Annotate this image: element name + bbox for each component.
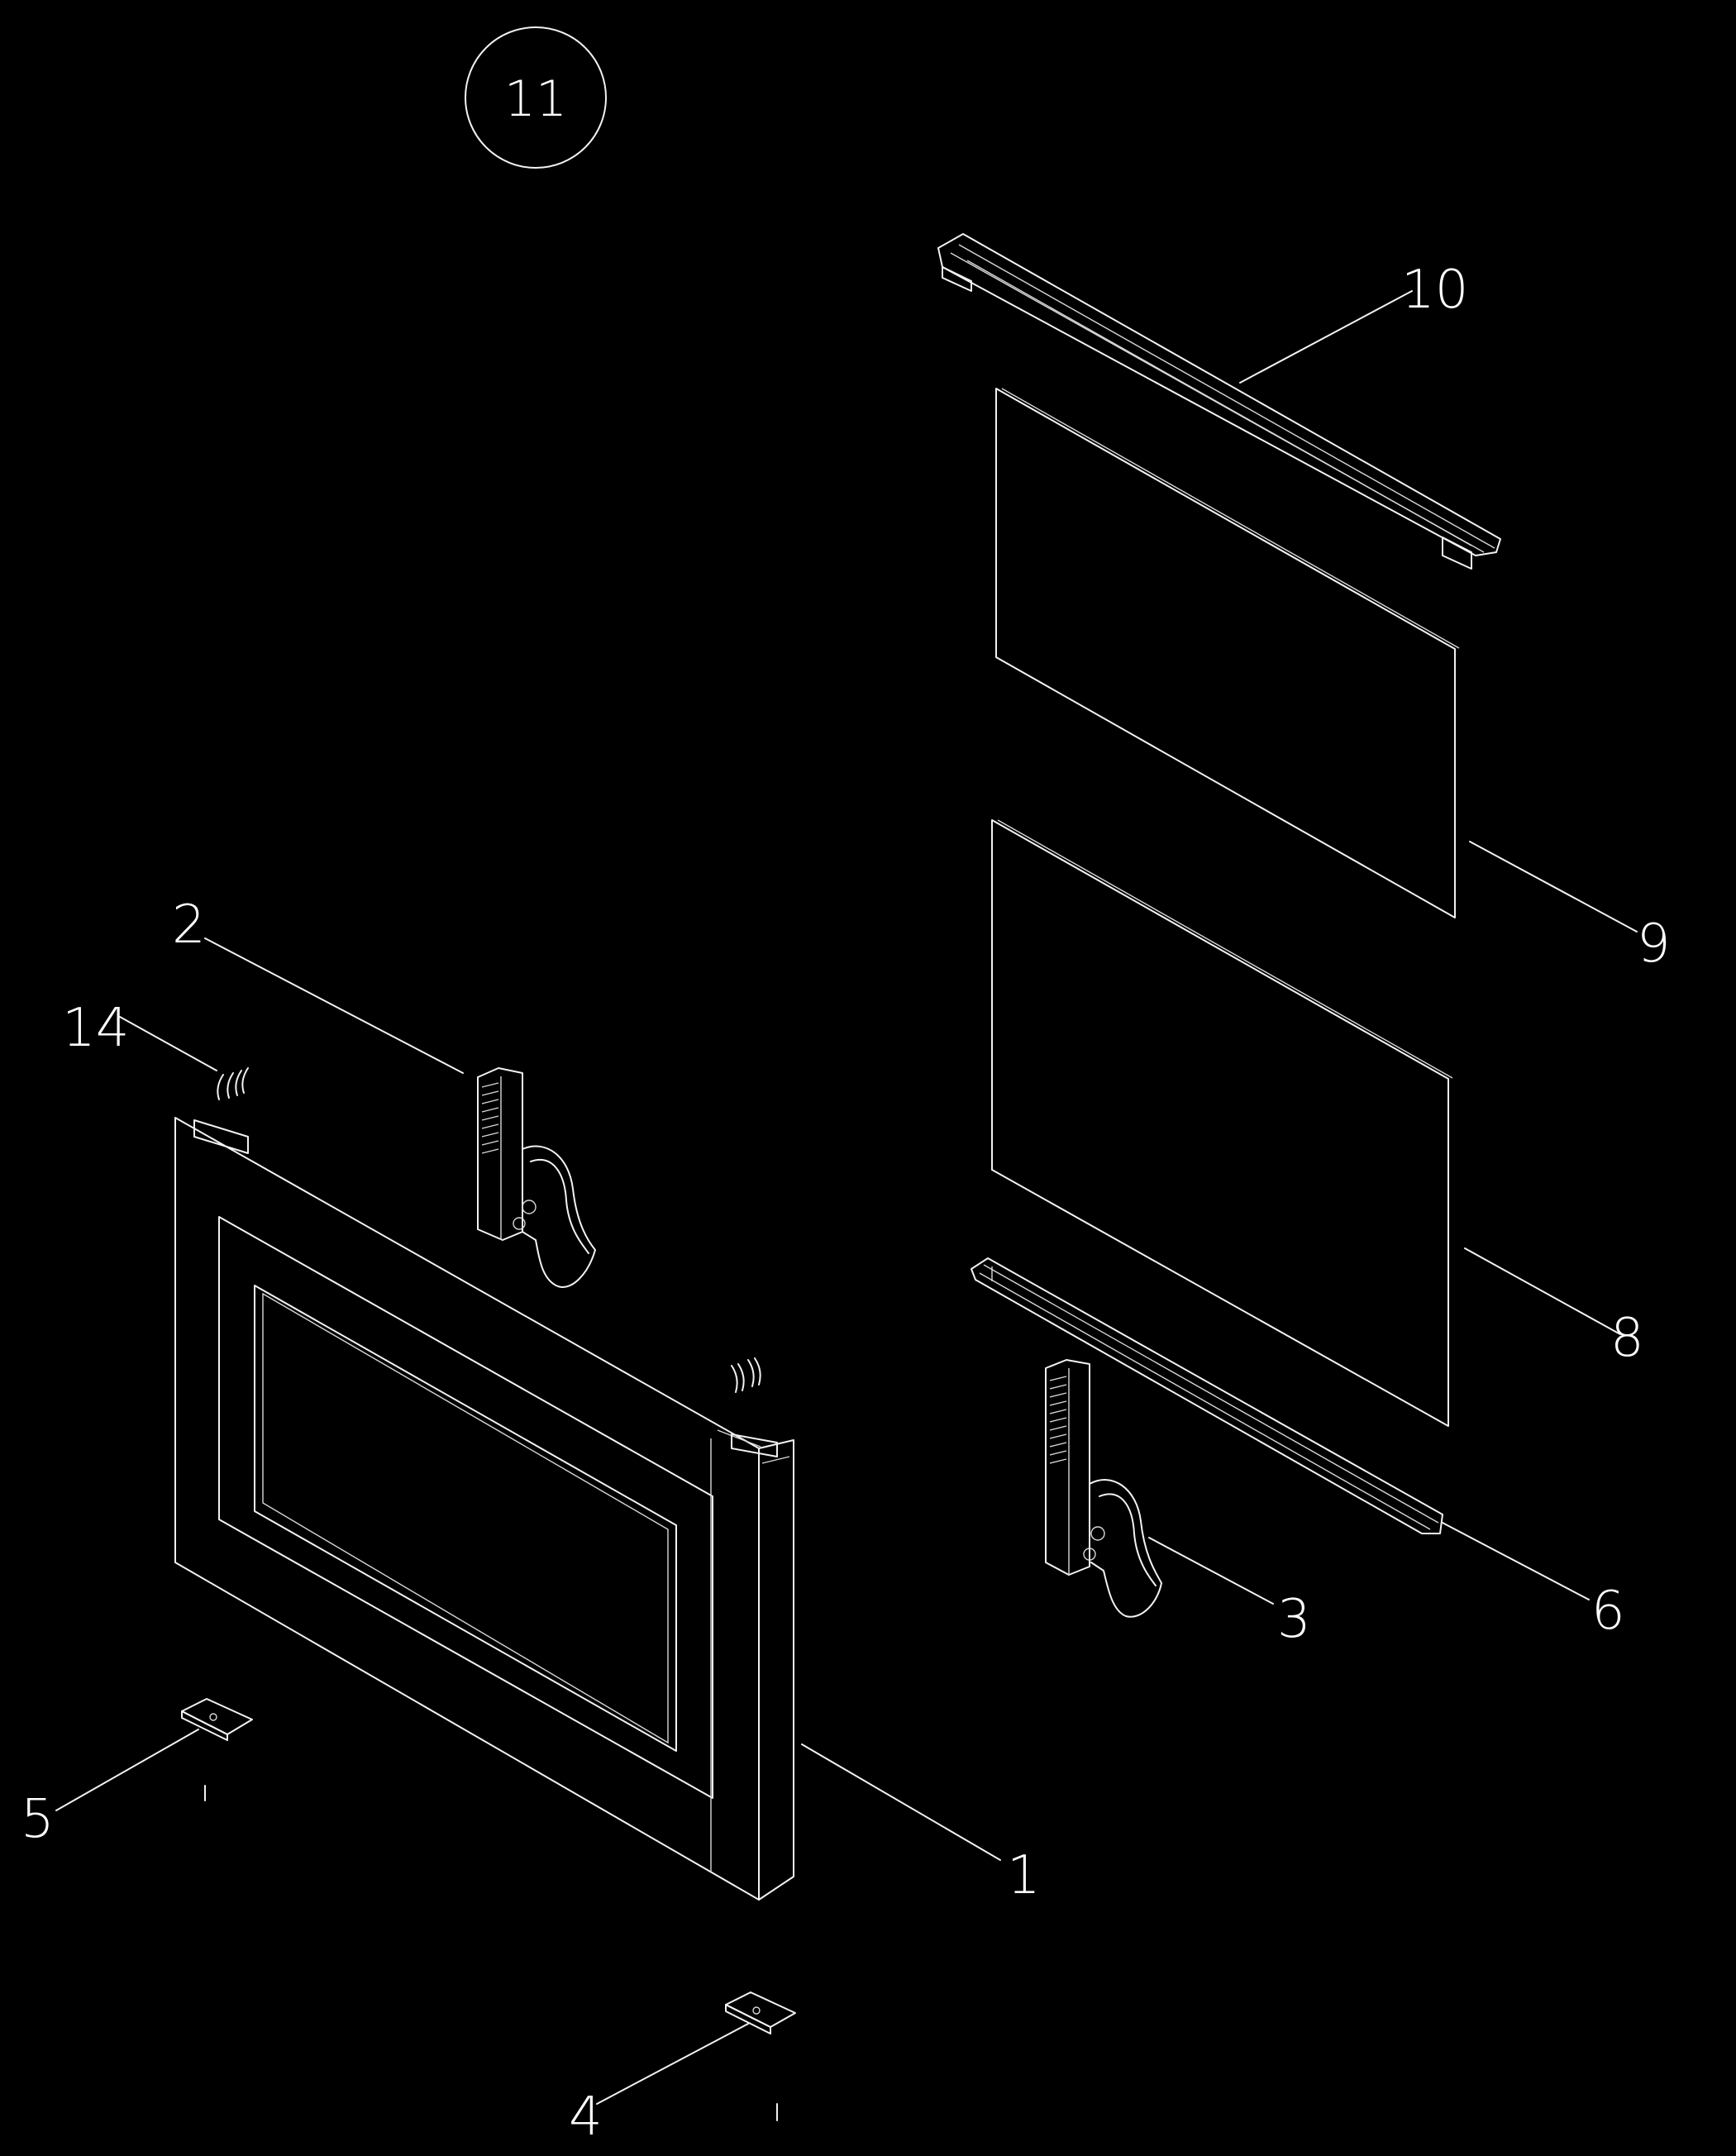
callout-5: 5 [21, 1789, 55, 1850]
part-4-right-bracket [725, 1991, 796, 2121]
callout-8: 8 [1610, 1308, 1644, 1369]
leader-lines [55, 290, 1638, 2105]
part-10-top-rail [937, 233, 1501, 570]
callout-14: 14 [62, 998, 129, 1059]
sheet-number-badge: 11 [465, 26, 607, 169]
callout-10: 10 [1401, 260, 1468, 321]
callout-6: 6 [1591, 1581, 1625, 1642]
part-8-lower-glass-panel [991, 819, 1453, 1427]
part-3-right-hinge [1045, 1359, 1162, 1618]
part-2-left-hinge [477, 1067, 596, 1288]
callout-labels: 10 9 8 6 3 2 14 1 5 4 [21, 260, 1671, 2148]
part-6-bottom-rail [971, 1257, 1443, 1534]
part-14-clips [217, 1067, 761, 1393]
callout-1: 1 [1007, 1845, 1041, 1906]
callout-2: 2 [172, 894, 206, 956]
part-9-upper-glass-panel [995, 388, 1460, 918]
sheet-number: 11 [504, 70, 567, 128]
callout-9: 9 [1637, 913, 1671, 975]
callout-3: 3 [1277, 1589, 1311, 1650]
part-1-door-frame [174, 1117, 794, 1901]
callout-4: 4 [569, 2087, 603, 2148]
part-5-left-bracket [181, 1698, 253, 1801]
